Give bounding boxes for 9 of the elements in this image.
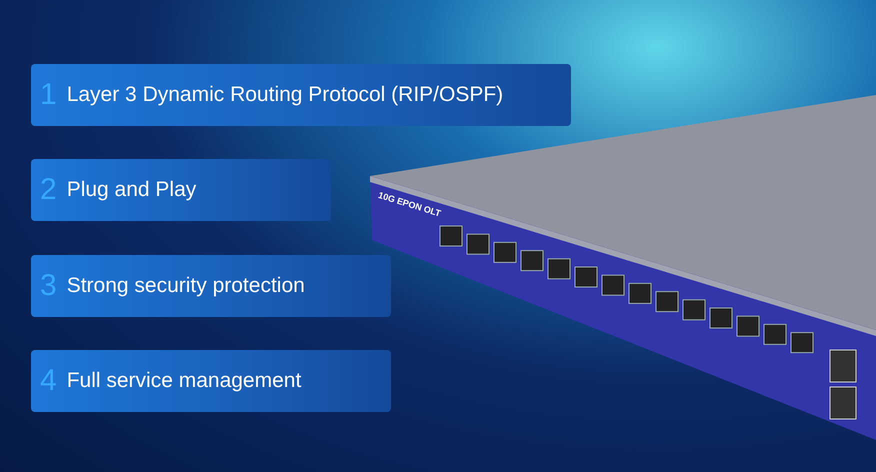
feature-banner xyxy=(31,64,571,126)
feature-banner xyxy=(31,159,331,221)
feature-banner xyxy=(31,255,391,317)
feature-text: Strong security protection xyxy=(66,274,305,298)
feature-banner xyxy=(31,350,391,412)
feature-text: Plug and Play xyxy=(66,178,196,202)
device-model-label: 10G EPON OLT xyxy=(377,190,442,219)
feature-text: Full service management xyxy=(66,369,302,393)
feature-text: Layer 3 Dynamic Routing Protocol (RIP/OSPF) xyxy=(66,83,504,107)
